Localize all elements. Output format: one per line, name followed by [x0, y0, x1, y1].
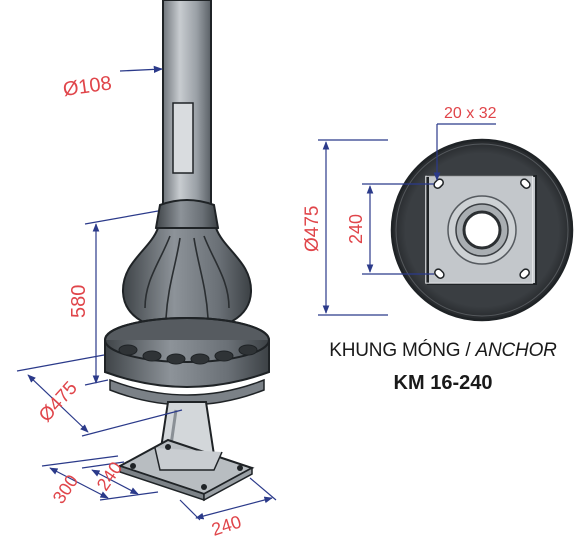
plate-inner-label: 240: [93, 458, 126, 494]
model-code: KM 16-240: [393, 372, 493, 394]
anchor-top-view: [390, 138, 574, 322]
anchor-diameter-label: Ø475: [302, 206, 323, 252]
anchor-dimensions: [318, 123, 496, 316]
base-height-label: 580: [68, 285, 90, 318]
bolt-holes: [433, 178, 531, 279]
decorative-base-casting: [104, 199, 270, 456]
bolt-hole-label: 20 x 32: [444, 105, 497, 122]
pole-dimension: [119, 65, 163, 74]
base-diameter-dimension: [16, 354, 183, 437]
plate-dimensions: [41, 455, 277, 521]
caption-regular: KHUNG MÓNG /: [329, 340, 476, 361]
pole-diameter-label: Ø108: [62, 72, 114, 101]
lamp-pole: [162, 0, 212, 211]
caption-italic: ANCHOR: [475, 340, 557, 361]
plate-depth-label: 300: [49, 471, 82, 507]
anchor-caption: KHUNG MÓNG / ANCHOR: [300, 340, 586, 362]
plate-width-label: 240: [209, 511, 244, 539]
base-plate: [117, 438, 255, 502]
anchor-spacing-label: 240: [346, 214, 366, 244]
